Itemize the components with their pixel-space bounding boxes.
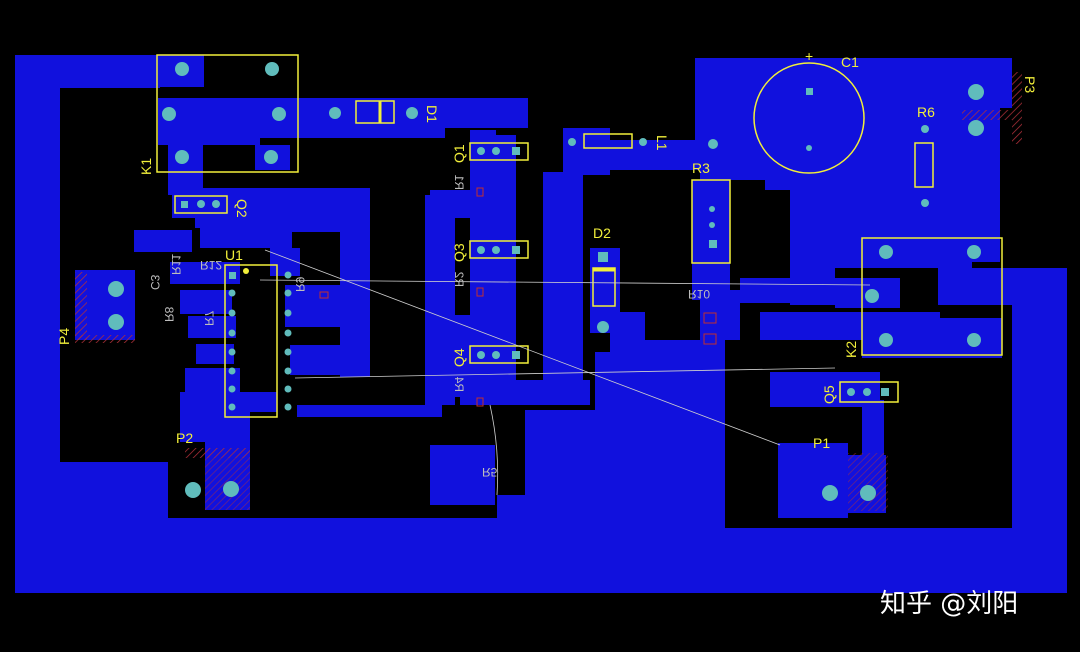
l1-outline <box>583 133 633 149</box>
r3-outline <box>691 179 731 264</box>
q3-outline <box>469 240 529 259</box>
label-q3: Q3 <box>451 243 467 262</box>
label-u1: U1 <box>225 247 243 263</box>
q5-outline <box>839 381 899 403</box>
label-q2: Q2 <box>234 199 250 218</box>
label-d1: D1 <box>424 105 440 123</box>
label-p2: P2 <box>176 430 193 446</box>
k2-outline <box>861 237 1003 356</box>
u1-pins <box>228 271 292 411</box>
label-r2: R2 <box>452 271 466 287</box>
r6-outline <box>914 142 934 188</box>
copper-layer <box>15 55 1067 593</box>
d1-outline <box>355 100 395 124</box>
label-q4: Q4 <box>451 348 467 367</box>
label-l1: L1 <box>654 135 670 151</box>
pads-layer <box>108 62 984 501</box>
d2-outline <box>592 267 616 307</box>
label-q5: Q5 <box>821 385 837 404</box>
label-c1: C1 <box>841 54 859 70</box>
label-r1: R1 <box>452 174 466 190</box>
component-labels: K1 D1 Q1 L1 C1 + P3 R6 R3 Q2 U1 P4 Q3 D2… <box>56 48 1038 451</box>
silkscreen-layer <box>156 54 1003 418</box>
label-r6: R6 <box>917 104 935 120</box>
label-c3: C3 <box>148 274 162 290</box>
label-p1: P1 <box>813 435 830 451</box>
label-r12: R12 <box>200 258 222 272</box>
label-r3: R3 <box>692 160 710 176</box>
label-r11: R11 <box>169 254 183 275</box>
bottom-labels: R1 R12 C3 R11 R8 R9 R2 R10 R7 R4 R5 <box>148 174 710 479</box>
smd-pads <box>319 187 717 407</box>
q2-outline <box>174 195 228 214</box>
copper-ground-frame <box>15 55 1067 593</box>
label-r7: R7 <box>202 310 216 326</box>
label-k2: K2 <box>843 341 859 358</box>
label-q1: Q1 <box>451 144 467 163</box>
ratsnest-lines <box>259 249 871 496</box>
label-c1-plus: + <box>805 48 813 64</box>
k1-outline <box>156 54 299 173</box>
label-p4: P4 <box>56 328 72 345</box>
c1-outline <box>753 62 865 174</box>
label-k1: K1 <box>138 158 154 175</box>
watermark-text: 知乎 @刘阳 <box>880 589 1018 619</box>
label-r10: R10 <box>688 287 710 301</box>
label-d2: D2 <box>593 225 611 241</box>
label-p3: P3 <box>1022 76 1038 93</box>
q1-outline <box>469 142 529 161</box>
label-r9: R9 <box>293 276 307 292</box>
q4-outline <box>469 345 529 364</box>
label-r4: R4 <box>452 376 466 392</box>
label-r8: R8 <box>162 306 176 322</box>
u1-outline <box>224 264 278 418</box>
label-r5: R5 <box>482 465 498 479</box>
